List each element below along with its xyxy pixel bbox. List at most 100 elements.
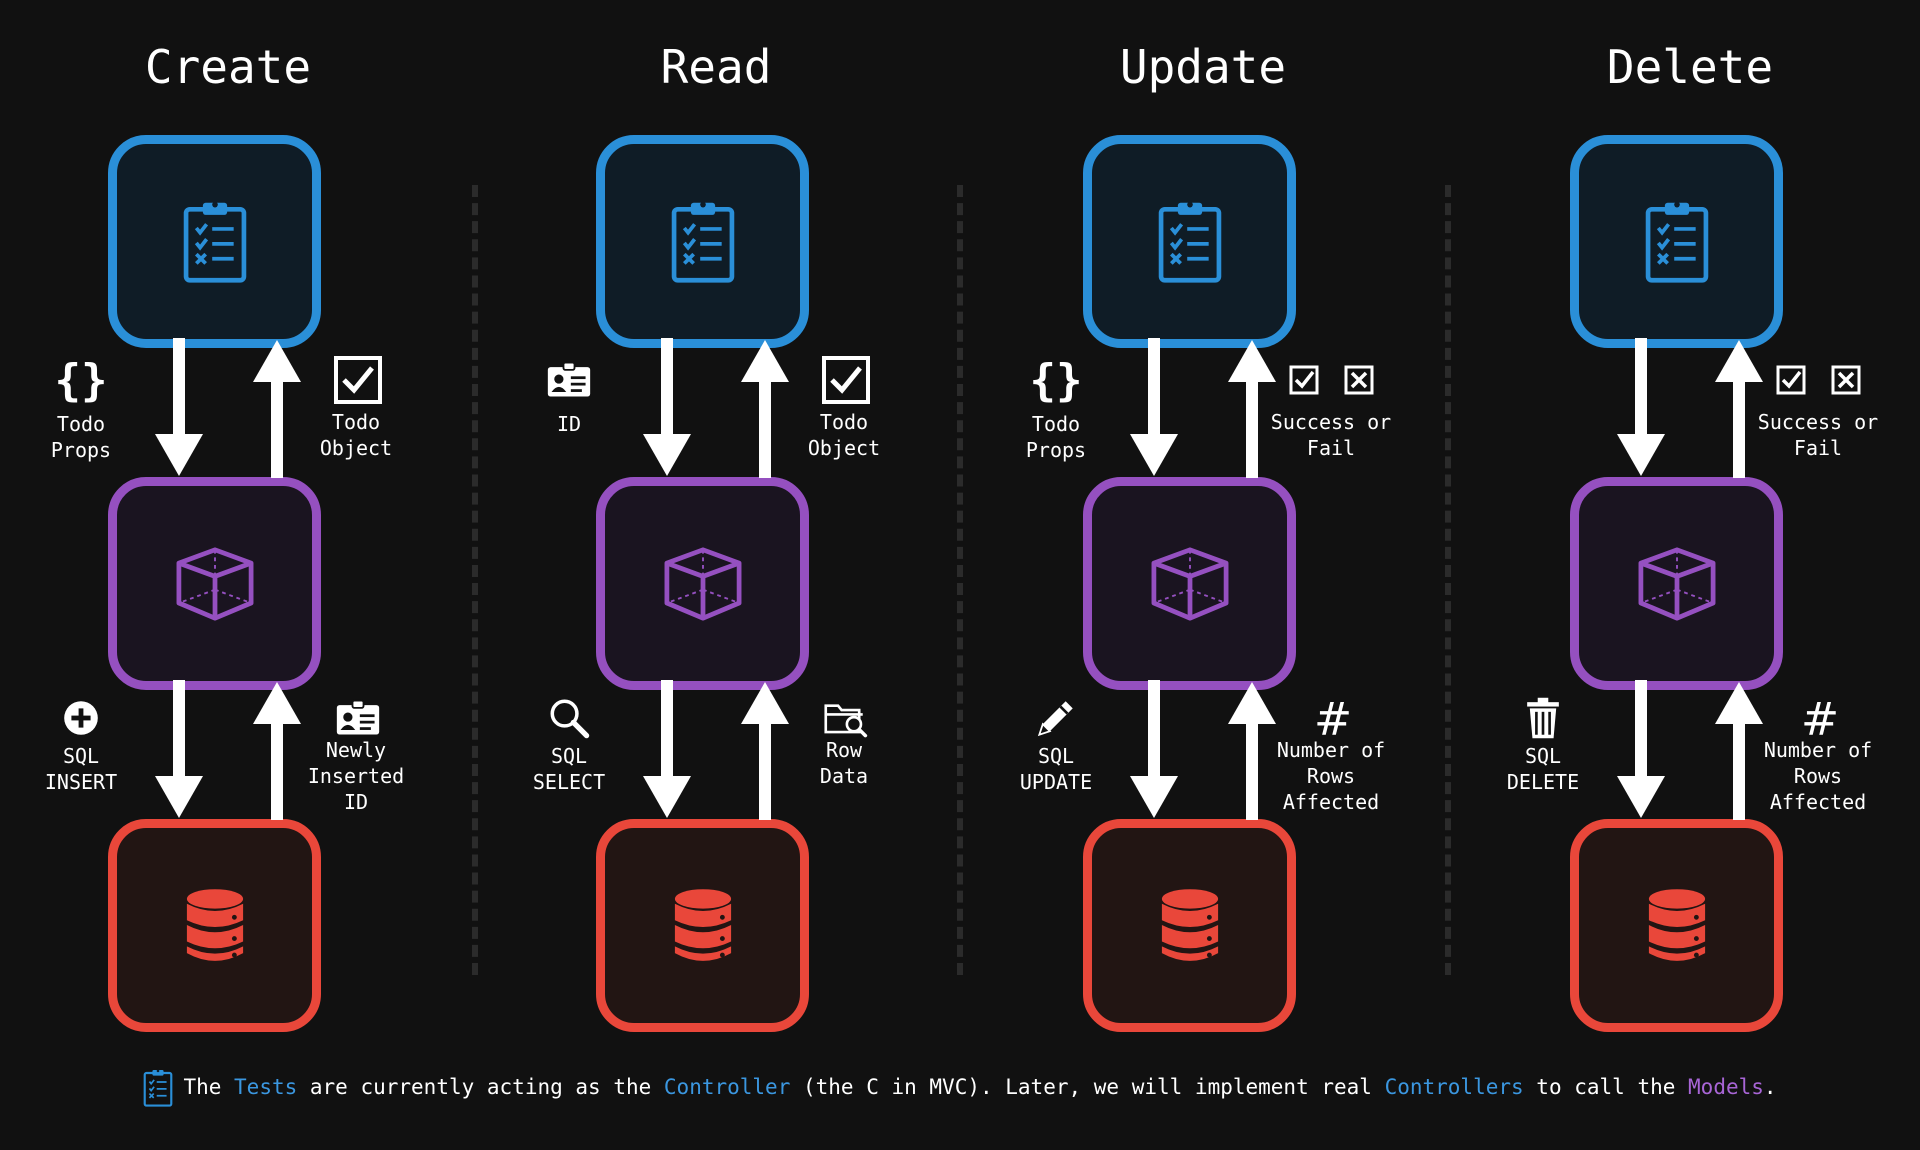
model-box [596, 477, 809, 690]
model-box [1083, 477, 1296, 690]
arrow-down-bottom [149, 680, 209, 820]
clipboard-icon [143, 1068, 173, 1108]
up-top-icon-wrap [328, 352, 388, 408]
database-box [1083, 819, 1296, 1032]
down-bottom-label: SQL INSERT [44, 744, 118, 794]
model-box [108, 477, 321, 690]
down-bottom-label: SQL SELECT [532, 744, 606, 794]
arrow-down-icon [1124, 338, 1184, 478]
footer-text-1: The [183, 1075, 235, 1099]
clipboard-icon [182, 200, 248, 284]
arrow-down-icon [149, 338, 209, 478]
column-title: Delete [1606, 40, 1774, 94]
footer-models-link: Models [1688, 1075, 1764, 1099]
down-bottom-icon-wrap [1513, 690, 1573, 746]
column-title: Read [660, 40, 772, 94]
up-bottom-label: Number of Rows Affected [1276, 738, 1386, 814]
down-bottom-label: SQL UPDATE [1019, 744, 1093, 794]
up-bottom-label: Row Data [819, 738, 869, 788]
arrow-down-bottom [1124, 680, 1184, 820]
checkbox-checked-icon [821, 355, 871, 405]
footer-tests-link: Tests [234, 1075, 298, 1099]
footer-text-7: to call the [1523, 1075, 1689, 1099]
database-icon [672, 887, 734, 965]
database-icon [184, 887, 246, 965]
down-top-icon-wrap [51, 352, 111, 408]
up-top-icon-wrap [1775, 352, 1865, 408]
plus-circle-icon [61, 698, 101, 738]
check-and-cross-boxes-icon [1288, 363, 1378, 397]
column-title: Update [1119, 40, 1287, 94]
braces-icon [51, 355, 111, 405]
down-bottom-label: SQL DELETE [1506, 744, 1580, 794]
footer-text-5: (the C in MVC). Later, we will implement… [790, 1075, 1385, 1099]
down-top-label: Todo Props [50, 412, 112, 462]
cube-icon [175, 546, 255, 622]
trash-icon [1525, 696, 1561, 740]
down-top-label: ID [556, 412, 582, 436]
down-bottom-icon-wrap [1026, 690, 1086, 746]
tests-box [108, 135, 321, 348]
hash-icon [1798, 694, 1842, 742]
arrow-down-top [149, 338, 209, 478]
down-bottom-icon-wrap [51, 690, 111, 746]
clipboard-icon [670, 200, 736, 284]
up-top-icon-wrap [1288, 352, 1378, 408]
up-top-label: Todo Object [319, 410, 393, 460]
clipboard-icon [1644, 200, 1710, 284]
cube-icon [663, 546, 743, 622]
tests-box [1570, 135, 1783, 348]
footer-note: The Tests are currently acting as the Co… [0, 1068, 1920, 1108]
arrow-down-bottom [637, 680, 697, 820]
pencil-icon [1034, 696, 1078, 740]
magnifier-icon [547, 696, 591, 740]
arrow-down-icon [637, 680, 697, 820]
database-icon [1159, 887, 1221, 965]
database-box [108, 819, 321, 1032]
database-box [596, 819, 809, 1032]
divider-2 [957, 185, 963, 975]
folder-search-icon [824, 698, 868, 738]
column-title: Create [144, 40, 312, 94]
tests-box [596, 135, 809, 348]
clipboard-icon [1157, 200, 1223, 284]
arrow-down-top [1611, 338, 1671, 478]
up-top-label: Todo Object [807, 410, 881, 460]
tests-box [1083, 135, 1296, 348]
up-bottom-label: Newly Inserted ID [307, 738, 405, 814]
database-icon [1646, 887, 1708, 965]
up-top-icon-wrap [816, 352, 876, 408]
footer-text-9: . [1763, 1075, 1777, 1099]
arrow-down-icon [1611, 680, 1671, 820]
id-card-icon [335, 699, 381, 737]
down-top-label: Todo Props [1025, 412, 1087, 462]
arrow-down-bottom [1611, 680, 1671, 820]
model-box [1570, 477, 1783, 690]
up-bottom-label: Number of Rows Affected [1763, 738, 1873, 814]
arrow-down-top [637, 338, 697, 478]
footer-controllers-link: Controllers [1384, 1075, 1524, 1099]
divider-3 [1445, 185, 1451, 975]
up-top-label: Success or Fail [1757, 410, 1879, 460]
down-bottom-icon-wrap [539, 690, 599, 746]
arrow-down-icon [1611, 338, 1671, 478]
braces-icon [1026, 355, 1086, 405]
database-box [1570, 819, 1783, 1032]
footer-text-3: are currently acting as the [297, 1075, 664, 1099]
footer-controller-link: Controller [663, 1075, 791, 1099]
cube-icon [1150, 546, 1230, 622]
arrow-down-icon [637, 338, 697, 478]
cube-icon [1637, 546, 1717, 622]
down-top-icon-wrap [539, 352, 599, 408]
divider-1 [472, 185, 478, 975]
checkbox-checked-icon [333, 355, 383, 405]
up-top-label: Success or Fail [1270, 410, 1392, 460]
arrow-down-icon [1124, 680, 1184, 820]
hash-icon [1311, 694, 1355, 742]
down-top-icon-wrap [1026, 352, 1086, 408]
arrow-down-top [1124, 338, 1184, 478]
arrow-down-icon [149, 680, 209, 820]
